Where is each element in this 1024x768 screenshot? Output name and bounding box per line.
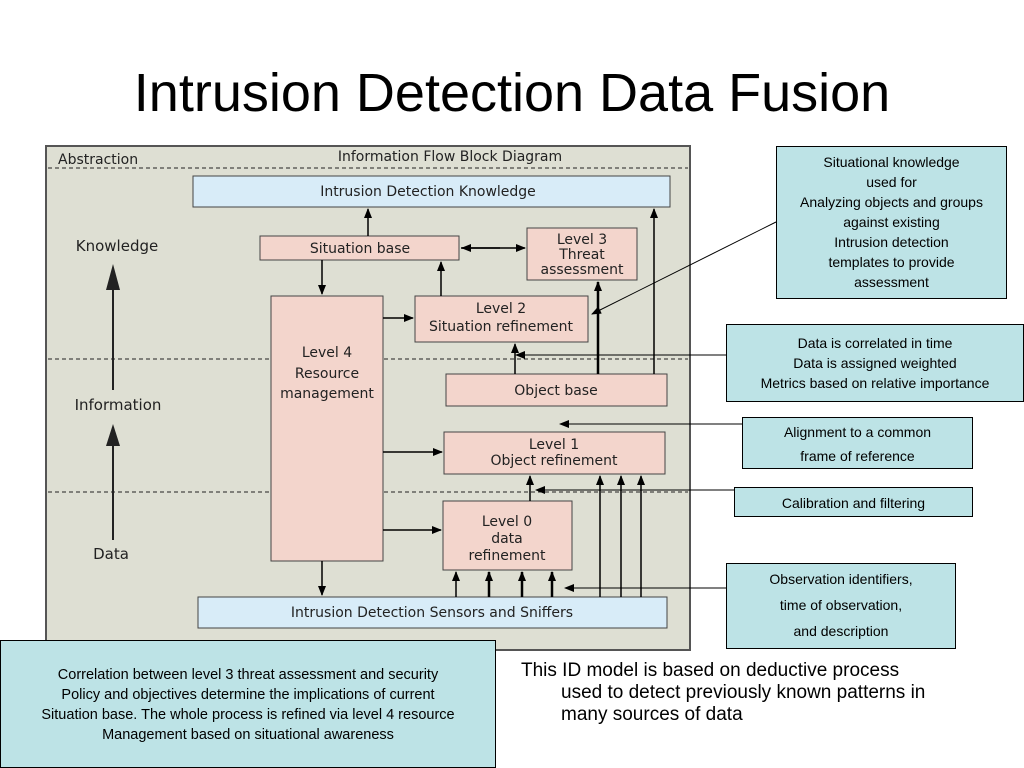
block-level2-situation-refinement: Level 2 Situation refinement [414,295,589,343]
svg-text:Level 4: Level 4 [302,345,352,361]
svg-text:Situation base: Situation base [310,241,410,257]
callout-connectors [515,221,777,592]
svg-text:Object refinement: Object refinement [490,453,618,469]
block-object-base: Object base [445,373,668,407]
slide-title: Intrusion Detection Data Fusion [133,63,891,123]
block-level4-resource-management: Level 4 Resource management [270,295,384,562]
callout-observation: Observation identifiers, time of observa… [726,563,956,649]
callout-calibration: Calibration and filtering [734,487,973,517]
svg-text:management: management [280,386,374,402]
svg-text:Level 1: Level 1 [529,437,579,453]
svg-text:Intrusion Detection Sensors an: Intrusion Detection Sensors and Sniffers [291,605,573,621]
flow-arrows [318,208,658,597]
callout-alignment: Alignment to a common frame of reference [742,417,973,469]
model-note: This ID model is based on deductive proc… [521,660,926,725]
svg-text:assessment: assessment [541,262,624,278]
svg-text:Situation refinement: Situation refinement [429,319,573,335]
block-level1-object-refinement: Level 1 Object refinement [443,431,666,475]
svg-text:refinement: refinement [469,548,546,564]
svg-text:data: data [491,531,523,547]
axis-label-information: Information [75,396,162,414]
axis-label-knowledge: Knowledge [76,237,158,255]
svg-text:Level 0: Level 0 [482,514,532,530]
callout-correlation-level3: Correlation between level 3 threat asses… [0,640,496,768]
svg-text:Level 2: Level 2 [476,301,526,317]
block-knowledge: Intrusion Detection Knowledge [192,175,671,208]
svg-text:Intrusion Detection Knowledge: Intrusion Detection Knowledge [320,184,536,200]
svg-text:Resource: Resource [295,366,359,382]
svg-text:Threat: Threat [558,247,605,263]
axis-label-data: Data [93,545,129,563]
block-level0-data-refinement: Level 0 data refinement [442,500,573,571]
block-sensors-sniffers: Intrusion Detection Sensors and Sniffers [197,596,668,629]
callout-data-correlated: Data is correlated in time Data is assig… [726,324,1024,402]
svg-text:Object base: Object base [514,383,597,399]
svg-text:Level 3: Level 3 [557,232,607,248]
abstraction-label: Abstraction [58,152,138,168]
callout-situational-knowledge: Situational knowledge used for Analyzing… [776,146,1007,299]
block-situation-base: Situation base [259,235,460,261]
block-level3-threat-assessment: Level 3 Threat assessment [526,227,638,281]
diagram-header: Information Flow Block Diagram [338,149,562,165]
